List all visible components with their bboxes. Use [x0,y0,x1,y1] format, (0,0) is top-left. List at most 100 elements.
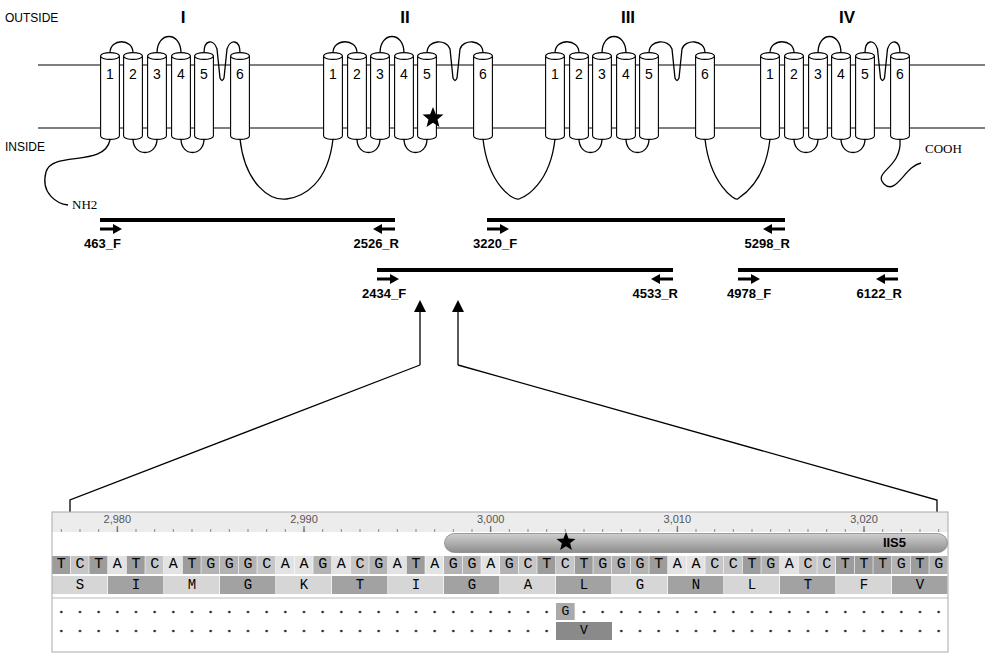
segment-number: 6 [890,52,910,82]
helix-cylinder: 6 [890,52,910,140]
segment-number: 5 [639,52,659,82]
region-label: OUTSIDE [5,11,58,25]
ruler-number: 2,990 [290,513,318,525]
protein-loop [770,42,794,53]
match-dots [52,624,948,638]
segment-number: 3 [147,52,167,82]
helix-cylinder: 6 [473,52,493,140]
helix-cylinder: 5 [417,52,437,140]
ruler-number: 2,980 [104,513,132,525]
protein-loop [818,37,841,54]
cylinder-top [395,53,414,60]
helix-cylinder: 3 [370,52,390,140]
helix-cylinder: 5 [855,52,875,140]
cylinder-outline [347,52,367,140]
protein-loop [794,139,818,153]
helix-cylinder: 6 [695,52,715,140]
cylinder-outline [808,52,828,140]
ruler-ticks [52,512,948,532]
zoom-arrowhead [414,300,426,312]
segment-number: 1 [545,52,565,82]
ruler-band [52,512,948,532]
helix-cylinder: 4 [831,52,851,140]
domain-label: I [181,8,186,28]
segment-number: 2 [347,52,367,82]
ruler-ticks [52,512,948,532]
cylinder-outline [230,52,250,140]
domain-label: IV [839,8,855,28]
cylinder-outline [417,52,437,140]
cylinder-outline [171,52,191,140]
helix-cylinder: 2 [784,52,804,140]
cylinder-outline [784,52,804,140]
segment-label: IIS5 [444,533,948,553]
cylinder-outline [545,52,565,140]
cylinder-outline [194,52,214,140]
mutation-letter: V [580,622,588,639]
segment-number: 2 [569,52,589,82]
ruler-number: 3,000 [477,513,505,525]
c-terminus [881,140,921,187]
mutation-box [556,622,612,640]
protein-loop [157,37,181,54]
primer-label: 6122_R [856,286,902,301]
segment-number: 5 [855,52,875,82]
protein-loop [357,139,380,153]
bar-outline [444,533,948,553]
helix-cylinder: 1 [760,52,780,140]
primer-label: 3220_F [473,236,517,251]
separator [52,598,948,599]
segment-number: 6 [230,52,250,82]
cylinder-top [231,53,250,60]
cylinder-outline [695,52,715,140]
protein-loop [404,139,427,153]
segment-number: 6 [695,52,715,82]
protein-loop [110,42,133,53]
segment-number: 4 [394,52,414,82]
protein-loop [602,37,626,54]
primer-label: 4533_R [632,286,678,301]
protein-loop [579,139,602,153]
segment-number: 2 [123,52,143,82]
cylinder-outline [855,52,875,140]
helix-cylinder: 3 [808,52,828,140]
protein-loop [626,139,649,153]
protein-loop [133,139,157,153]
segment-number: 4 [171,52,191,82]
match-dots [52,604,948,618]
primer-label: 5298_R [744,236,790,251]
primer-label: 2434_F [362,286,406,301]
amino-acid-sequence: SIMGKTIGALGNLTFV [52,576,972,594]
terminus-label: NH2 [72,197,97,213]
cylinder-top [348,53,367,60]
helix-cylinder: 2 [569,52,589,140]
segment-number: 3 [592,52,612,82]
segment-number: 1 [100,52,120,82]
helix-cylinder: 3 [592,52,612,140]
amplicon-lines [100,220,898,270]
cylinder-top [761,53,780,60]
cylinder-outline [147,52,167,140]
region-label: INSIDE [5,140,45,154]
cylinder-top [570,53,589,60]
cylinder-outline [760,52,780,140]
cylinder-top [124,53,143,60]
segment-number: 2 [784,52,804,82]
cylinder-outline [100,52,120,140]
cylinder-top [617,53,636,60]
protein-loop [240,139,333,199]
segment-number: 5 [194,52,214,82]
protein-loop [333,42,357,53]
n-terminus [45,140,110,205]
nucleotide-sequence: TCTATCATGGGCAAGACGATAGGAGCTCTGGGTAACCTGA… [52,556,953,574]
segment-number: 4 [831,52,851,82]
cylinder-top [195,53,214,60]
segment-number: 1 [323,52,343,82]
cylinder-outline [831,52,851,140]
protein-loop [555,42,579,53]
protein-loop [705,139,770,199]
cylinder-top [856,53,875,60]
cylinder-top [101,53,120,60]
zoom-arrowhead [452,300,464,312]
primer-label: 4978_F [727,286,771,301]
